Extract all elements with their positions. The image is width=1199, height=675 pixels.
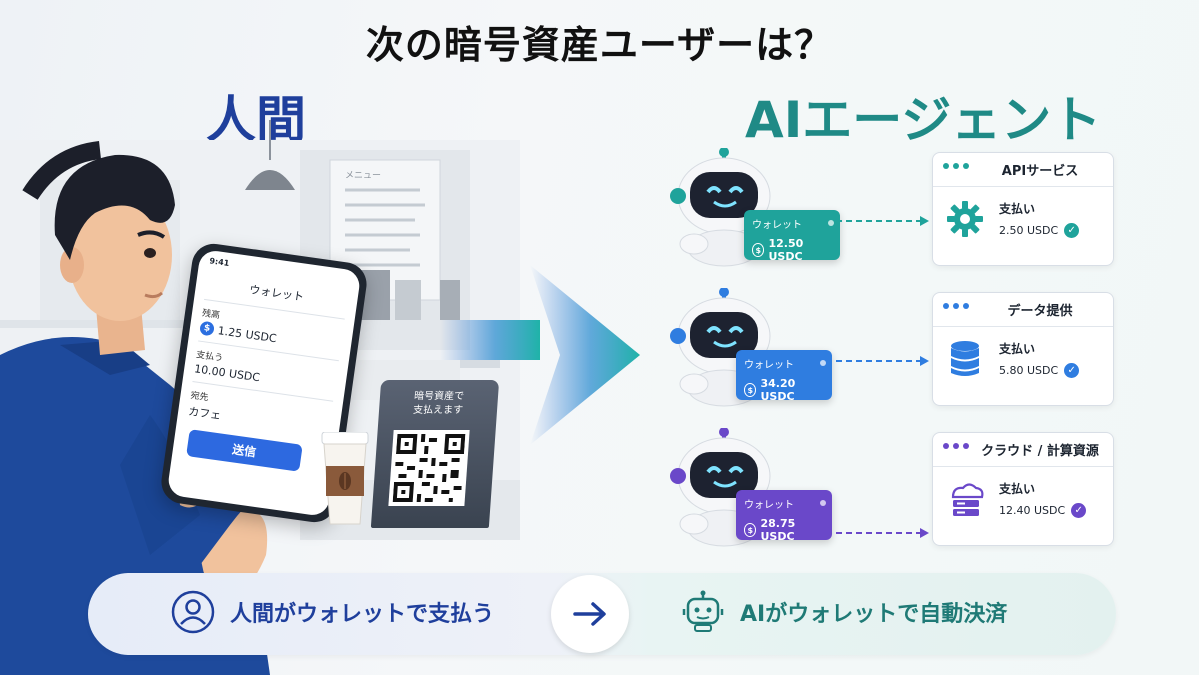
- agent-wallet-card[interactable]: ウォレット $ 28.75 USDC: [736, 490, 832, 543]
- service-card-body: 支払い 2.50 USDC ✓: [933, 187, 1113, 251]
- service-pay-amount-row: 5.80 USDC ✓: [999, 363, 1080, 378]
- service-card-header: APIサービス: [933, 153, 1113, 187]
- banner-human-text: 人間がウォレットで支払う: [230, 602, 495, 627]
- banner-agent: AIがウォレットで自動決済: [680, 589, 1007, 635]
- agent-wallet-amount: 28.75 USDC: [760, 517, 796, 543]
- service-pay-amount: 5.80 USDC: [999, 364, 1059, 377]
- service-payment: 支払い 2.50 USDC ✓: [999, 200, 1080, 238]
- service-card-header: クラウド / 計算資源: [933, 433, 1113, 467]
- agent-wallet-label: ウォレット: [752, 220, 802, 231]
- banner-agent-text: AIがウォレットで自動決済: [740, 602, 1008, 627]
- qr-code-icon: [392, 434, 466, 502]
- payment-flow-line: [836, 220, 922, 222]
- agent-wallet-amount-row: $ 34.20 USDC: [744, 377, 824, 403]
- service-pay-amount: 2.50 USDC: [999, 224, 1059, 237]
- human-heading: 人間: [206, 91, 306, 149]
- service-pay-amount-row: 12.40 USDC ✓: [999, 503, 1087, 518]
- service-title: クラウド / 計算資源: [981, 444, 1099, 459]
- banner-human: 人間がウォレットで支払う: [170, 589, 494, 635]
- service-payment: 支払い 12.40 USDC ✓: [999, 480, 1087, 518]
- send-button[interactable]: 送信: [186, 429, 303, 472]
- service-payment: 支払い 5.80 USDC ✓: [999, 340, 1080, 378]
- service-card-body: 支払い 5.80 USDC ✓: [933, 327, 1113, 391]
- service-card[interactable]: データ提供 支払い 5.80 USDC ✓: [932, 292, 1114, 406]
- payment-flow-line: [836, 532, 922, 534]
- agent-wallet-label: ウォレット: [744, 360, 794, 371]
- usdc-coin-icon: $: [744, 523, 757, 537]
- agent-wallet-amount-row: $ 28.75 USDC: [744, 517, 824, 543]
- usdc-coin-icon: $: [752, 243, 765, 257]
- payment-flow-line: [836, 360, 922, 362]
- qr-stand: 暗号資産で 支払えます: [370, 380, 500, 528]
- page-title: 次の暗号資産ユーザーは？: [365, 23, 834, 67]
- usdc-coin-icon: $: [744, 383, 757, 397]
- agent-wallet-amount: 34.20 USDC: [760, 377, 796, 403]
- wallet-indicator-icon: [820, 500, 826, 506]
- payment-flow-arrowhead-icon: [920, 356, 929, 366]
- service-pay-label: 支払い: [999, 202, 1036, 216]
- service-card-header: データ提供: [933, 293, 1113, 327]
- robot-icon: [682, 590, 724, 632]
- window-dots-icon: [943, 303, 969, 309]
- cloud-server-icon: [951, 483, 984, 516]
- service-card[interactable]: APIサービス 支払い 2.50 USDC ✓: [932, 152, 1114, 266]
- check-icon: ✓: [1071, 503, 1087, 518]
- agent-heading: AIエージェント: [745, 91, 1102, 149]
- usdc-coin-icon: $: [199, 320, 215, 337]
- person-icon: [171, 590, 215, 634]
- service-pay-label: 支払い: [999, 342, 1036, 356]
- coffee-cup-illustration: [321, 432, 369, 525]
- check-icon: ✓: [1064, 363, 1080, 378]
- payment-flow-arrowhead-icon: [920, 528, 929, 538]
- agent-wallet-card[interactable]: ウォレット $ 12.50 USDC: [744, 210, 840, 263]
- agent-wallet-amount-row: $ 12.50 USDC: [752, 237, 832, 263]
- window-dots-icon: [943, 443, 969, 449]
- service-title: データ提供: [1007, 304, 1073, 319]
- agent-wallet-label: ウォレット: [744, 500, 794, 511]
- window-dots-icon: [943, 163, 969, 169]
- banner-arrow: [551, 575, 629, 653]
- service-title: APIサービス: [1001, 164, 1079, 179]
- service-card-body: 支払い 12.40 USDC ✓: [933, 467, 1113, 531]
- payment-flow-arrowhead-icon: [920, 216, 929, 226]
- robot-illustration: [670, 428, 771, 547]
- service-card[interactable]: クラウド / 計算資源 支払い 12.40 USDC ✓: [932, 432, 1114, 546]
- service-pay-amount: 12.40 USDC: [999, 504, 1066, 517]
- gear-icon: [947, 201, 983, 237]
- transition-arrow-icon: [440, 265, 640, 445]
- service-pay-label: 支払い: [999, 482, 1036, 496]
- wallet-indicator-icon: [828, 220, 834, 226]
- check-icon: ✓: [1064, 223, 1080, 238]
- menu-sign-label: メニュー: [345, 171, 382, 181]
- agent-wallet-card[interactable]: ウォレット $ 34.20 USDC: [736, 350, 832, 403]
- agent-wallet-amount: 12.50 USDC: [768, 237, 804, 263]
- database-icon: [951, 341, 979, 376]
- arrow-right-icon: [573, 602, 606, 626]
- service-pay-amount-row: 2.50 USDC ✓: [999, 223, 1080, 238]
- qr-code[interactable]: [388, 430, 470, 506]
- wallet-indicator-icon: [820, 360, 826, 366]
